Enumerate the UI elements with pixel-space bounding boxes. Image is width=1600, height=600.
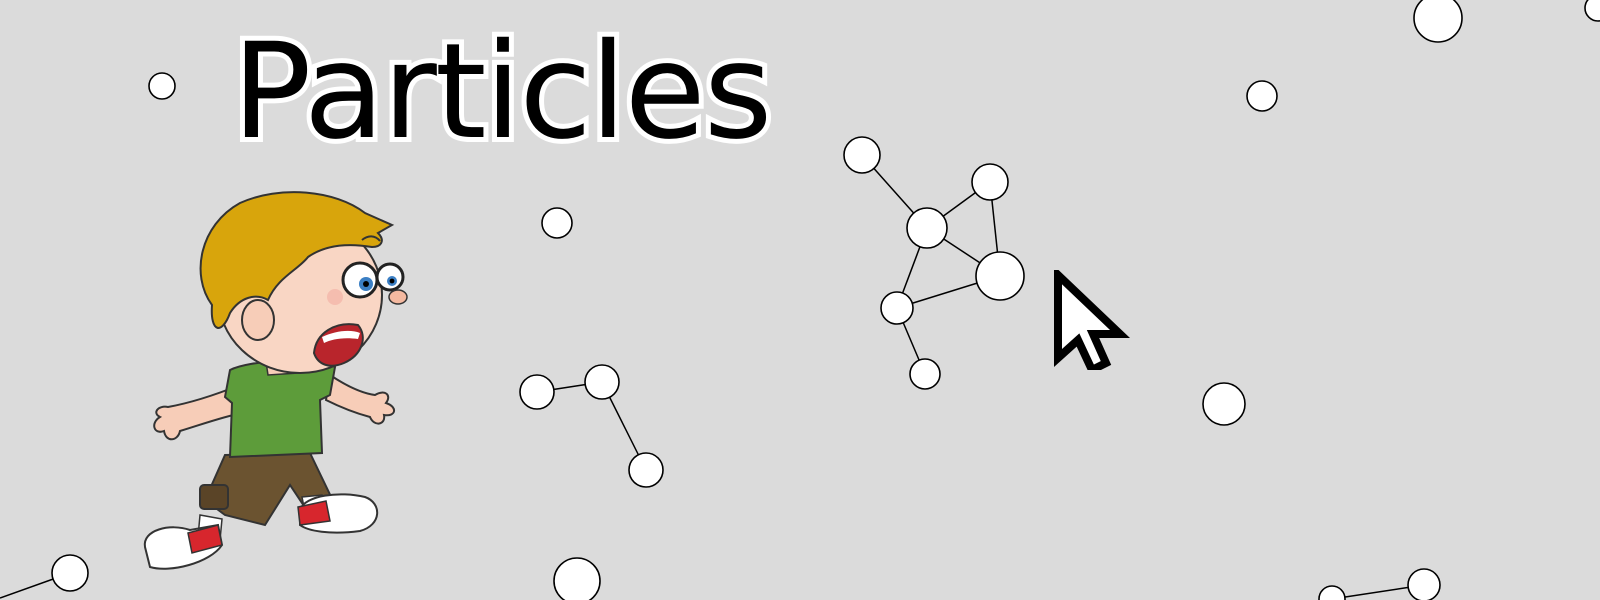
page-title: Particles xyxy=(227,15,777,169)
particle-node xyxy=(553,557,601,600)
particle-node xyxy=(1584,0,1600,22)
particle-node xyxy=(1318,585,1346,600)
particle-node xyxy=(51,554,89,592)
particle-node xyxy=(880,291,914,325)
mouse-pointer-icon xyxy=(1054,270,1130,370)
particle-node xyxy=(584,364,620,400)
particle-node xyxy=(628,452,664,488)
cartoon-boy-illustration xyxy=(143,191,408,570)
particle-node xyxy=(519,374,555,410)
particle-node xyxy=(1413,0,1463,43)
particle-node xyxy=(148,72,176,100)
particle-node xyxy=(909,358,941,390)
particle-node xyxy=(906,207,948,249)
particle-node xyxy=(971,163,1009,201)
particle-node xyxy=(1202,382,1246,426)
particle-node xyxy=(541,207,573,239)
particle-node xyxy=(1246,80,1278,112)
particle-node xyxy=(843,136,881,174)
particle-node xyxy=(975,251,1025,301)
particle-node xyxy=(1407,568,1441,600)
